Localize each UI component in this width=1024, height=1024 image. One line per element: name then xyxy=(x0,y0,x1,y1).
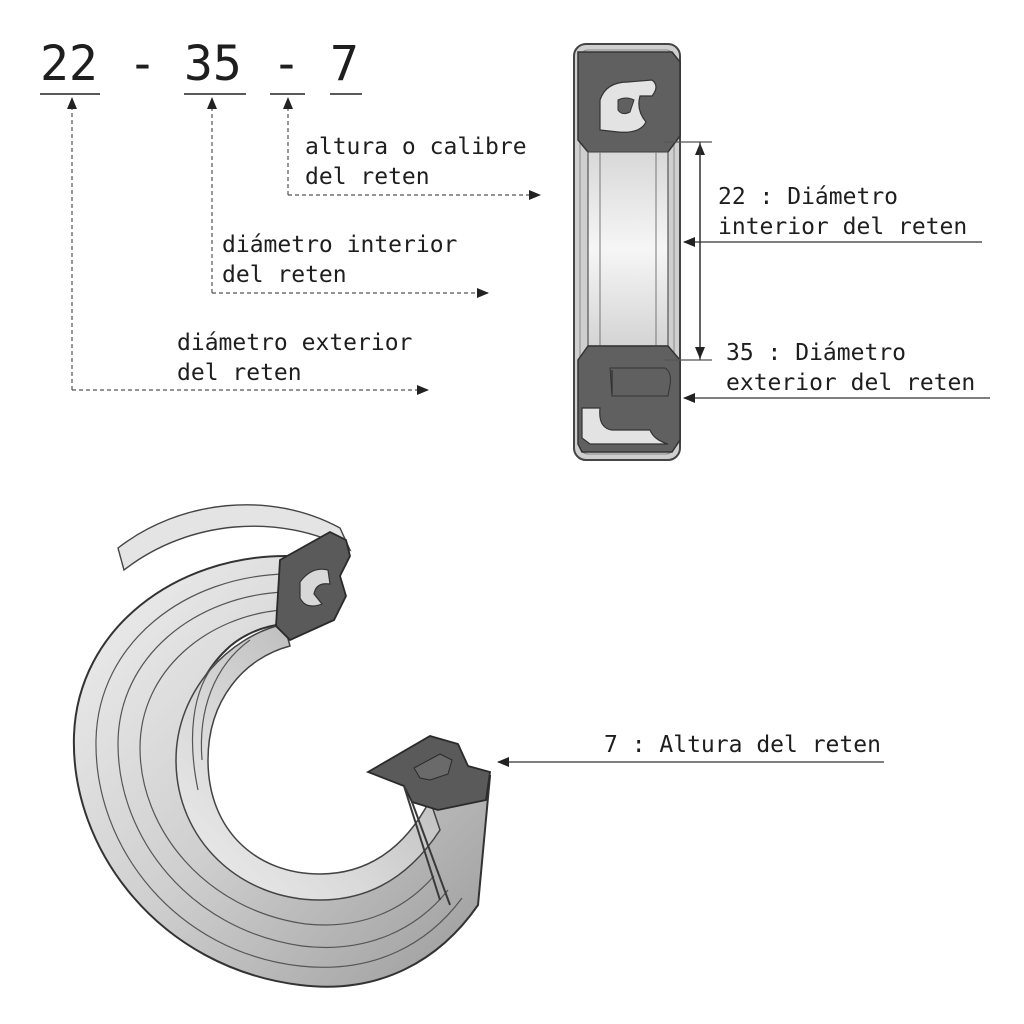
dimension-labels: 22 : Diámetro interior del reten 35 : Di… xyxy=(604,184,975,758)
code-height: 7 xyxy=(330,36,359,92)
seal-3d-view xyxy=(72,504,492,988)
code-inner-diameter: 22 xyxy=(40,36,98,92)
label-outer-line2: del reten xyxy=(177,360,302,386)
dimension-lines xyxy=(497,141,990,767)
code-outer-diameter: 35 xyxy=(184,36,242,92)
code-separator-2: - xyxy=(272,36,301,92)
label-height-line1: altura o calibre xyxy=(305,134,527,160)
code-labels: altura o calibre del reten diámetro inte… xyxy=(177,134,527,386)
dim-inner-line1: 22 : Diámetro xyxy=(718,184,898,210)
dim-outer-line2: exterior del reten xyxy=(726,370,975,396)
dim-inner-line2: interior del reten xyxy=(718,214,967,240)
seal-code: 22 - 35 - 7 xyxy=(40,36,362,95)
label-inner-line2: del reten xyxy=(222,262,347,288)
label-height-line2: del reten xyxy=(305,164,430,190)
seal-inner-bore xyxy=(175,623,441,901)
seal-bore xyxy=(587,151,669,347)
bottom-profile-groove xyxy=(581,407,669,445)
dim-outer-line1: 35 : Diámetro xyxy=(726,340,906,366)
code-separator-1: - xyxy=(128,36,157,92)
leader-lines xyxy=(67,97,541,395)
dim-height-label: 7 : Altura del reten xyxy=(604,732,881,758)
label-outer-line1: diámetro exterior xyxy=(177,330,412,356)
label-inner-line1: diámetro interior xyxy=(222,232,457,258)
seal-cross-section xyxy=(573,43,681,461)
